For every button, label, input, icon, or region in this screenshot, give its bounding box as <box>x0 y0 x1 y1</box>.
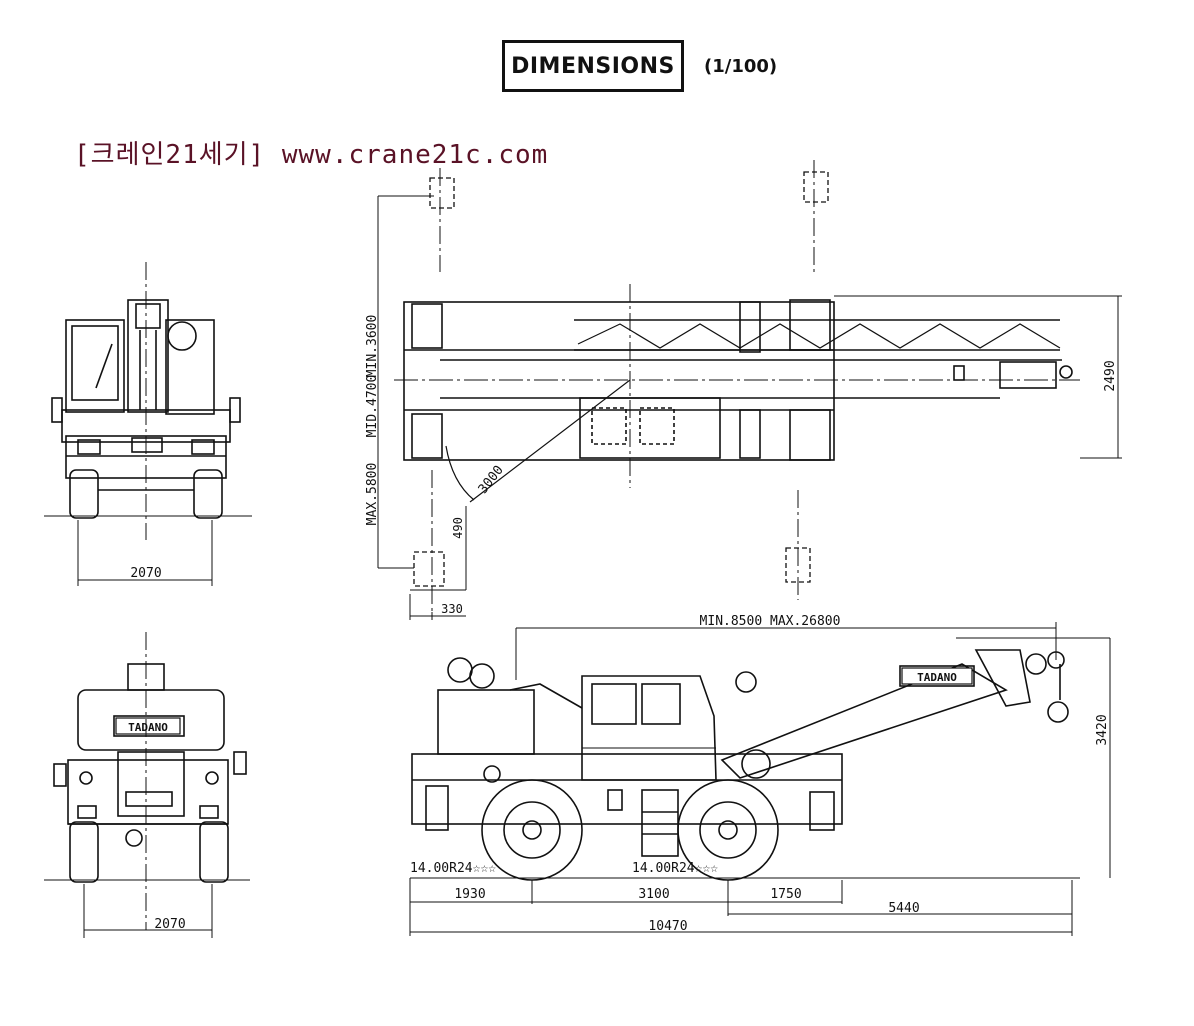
top-view <box>377 160 1122 620</box>
top-width-label: 2490 <box>1103 360 1118 391</box>
side-brand-label-group: TADANO <box>901 667 973 685</box>
overall-length-label: 10470 <box>648 919 687 934</box>
outrigger-min-label: MIN.3600 <box>365 315 380 378</box>
side-height-label: 3420 <box>1095 714 1110 745</box>
page-title: DIMENSIONS <box>502 40 684 92</box>
front-view <box>44 262 252 586</box>
swing-radius-label: 3000 <box>476 463 507 497</box>
outrigger-max-label: MAX.5800 <box>365 463 380 526</box>
tire-front-label: 14.00R24☆☆☆ <box>410 861 496 876</box>
watermark-text: [크레인21세기] www.crane21c.com <box>74 140 549 170</box>
rear-brand-label: TADANO <box>128 721 168 734</box>
wheelbase-label: 3100 <box>638 887 669 902</box>
side-view <box>409 622 1111 936</box>
tire-rear-label: 14.00R24☆☆☆ <box>632 861 718 876</box>
rear-width-label: 2070 <box>154 917 185 932</box>
boom-length-label: MIN.8500 MAX.26800 <box>700 614 841 629</box>
front-width-label: 2070 <box>130 566 161 581</box>
rear-overhang-label: 1750 <box>770 887 801 902</box>
rear-brand-label-group: TADANO <box>115 717 181 735</box>
rear-view <box>44 632 250 938</box>
pad-size-label: 330 <box>441 602 463 616</box>
front-overhang-label: 1930 <box>454 887 485 902</box>
side-brand-label: TADANO <box>917 671 957 684</box>
outrigger-mid-label: MID.4700 <box>365 375 380 438</box>
pad-offset-label: 490 <box>451 517 465 539</box>
boom-overhang-label: 5440 <box>888 901 919 916</box>
drawing-scale: (1/100) <box>704 56 778 77</box>
